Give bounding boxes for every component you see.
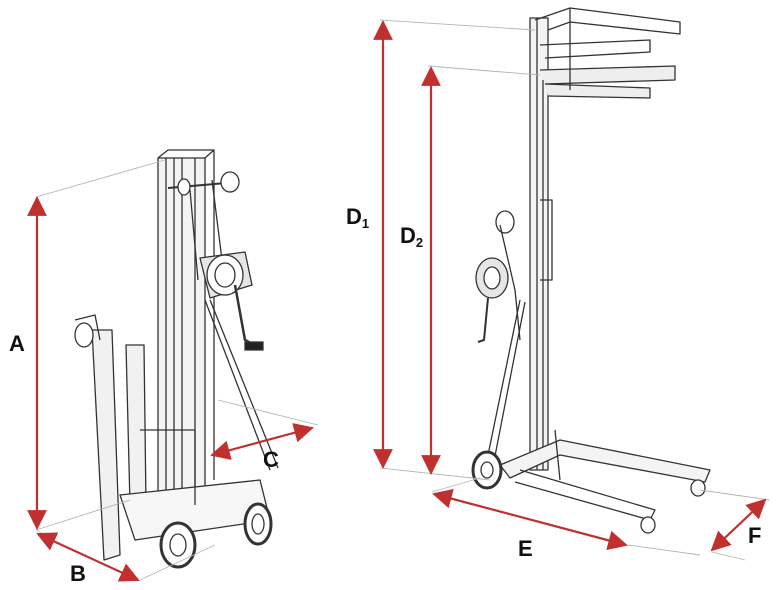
dimension-f-arrow — [710, 498, 767, 552]
winch — [199, 251, 264, 351]
dimension-c-label: C — [263, 447, 279, 472]
dimension-e-label: E — [518, 536, 533, 561]
dimension-e-arrow — [432, 489, 628, 550]
dimension-d2-subscript: 2 — [415, 235, 424, 250]
dimension-a-label: A — [9, 331, 25, 356]
dimension-b-label: B — [70, 561, 86, 586]
dimension-c-arrow — [210, 423, 314, 460]
winch — [475, 210, 521, 343]
outrigger-legs — [74, 314, 147, 561]
dimension-d1-letter: D — [346, 204, 362, 229]
dimension-d2-letter: D — [400, 223, 416, 248]
load-forks — [534, 7, 681, 99]
dimension-arrows — [27, 20, 767, 582]
lift-retracted — [74, 149, 279, 569]
lift-extended — [471, 7, 711, 534]
base-legs — [471, 429, 711, 534]
dimension-d2-label: D2 — [400, 223, 424, 250]
dimension-d1-label: D1 — [346, 204, 370, 231]
dimension-f-label: F — [748, 523, 762, 548]
front-wheels — [159, 502, 273, 569]
dimension-d1-subscript: 1 — [361, 216, 370, 231]
dimension-b-arrow — [36, 532, 140, 582]
extension-lines — [35, 19, 771, 581]
